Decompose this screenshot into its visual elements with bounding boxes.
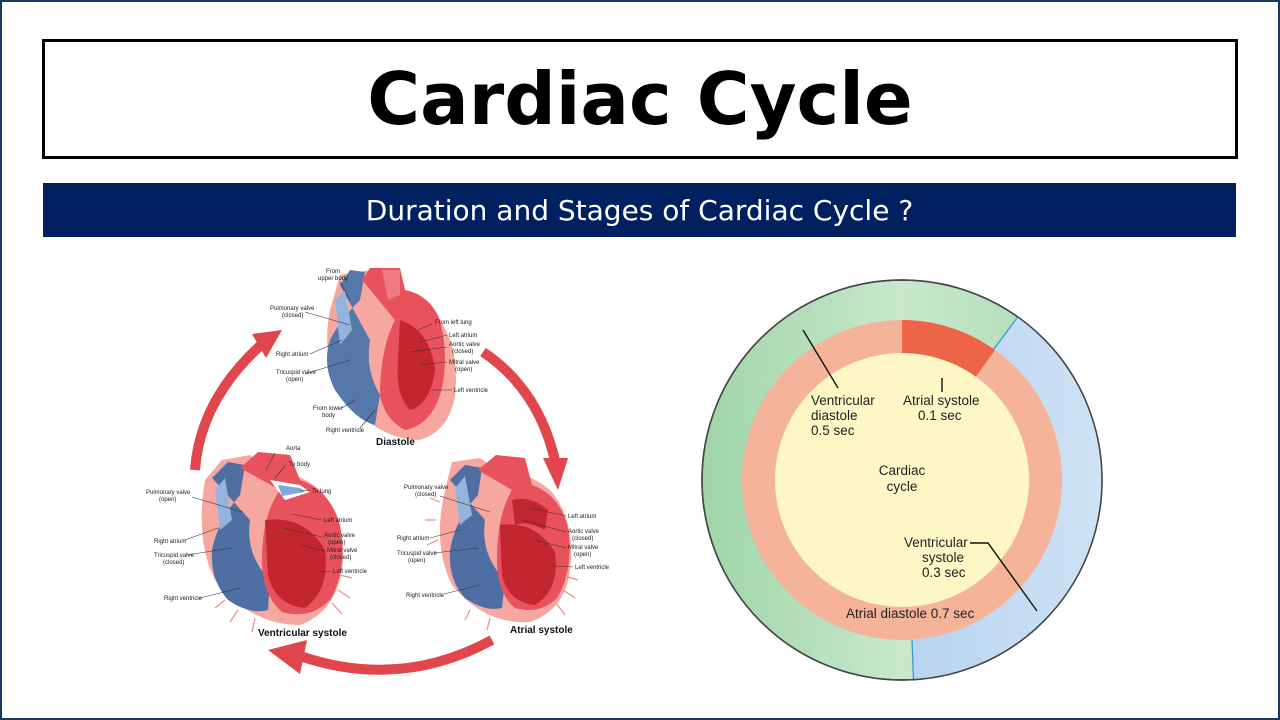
label-pulmonary-valve-1: Pulmonary valve: [270, 306, 315, 312]
label-mitral-valve-1: Mitral valve: [449, 360, 480, 366]
label-pulmonary-valve-1: Pulmonary valve: [146, 490, 191, 496]
label-ventricular-systole-2: systole: [922, 550, 964, 565]
label-right-ventricle: Right ventricle: [164, 596, 203, 602]
vsystole-label-lines: [184, 452, 332, 599]
label-mitral-valve-1: Mitral valve: [327, 548, 358, 554]
heart-ventricular-systole: [201, 452, 344, 625]
label-mitral-valve-1: Mitral valve: [568, 545, 599, 551]
label-atrial-systole-1: Atrial systole: [903, 393, 980, 408]
asystole-label-lines: [429, 495, 574, 595]
cycle-arrows: [190, 330, 568, 675]
arrowhead-left-up: [252, 330, 282, 358]
label-mitral-valve-2: (open): [574, 552, 591, 558]
label-left-atrium: Left atrium: [324, 518, 352, 524]
label-ventricular-diastole-3: 0.5 sec: [811, 423, 855, 438]
label-tricuspid-valve-2: (open): [408, 558, 425, 564]
label-atrial-diastole: Atrial diastole 0.7 sec: [846, 606, 975, 621]
diastole-labels: From upper body Pulmonary valve (closed)…: [270, 269, 489, 448]
label-from-upper-body-1: From: [326, 269, 340, 275]
label-mitral-valve-2: (closed): [330, 555, 351, 561]
label-left-atrium: Left atrium: [449, 333, 477, 339]
label-aortic-valve-2: (open): [328, 540, 345, 546]
label-aortic-valve-1: Aortic valve: [568, 529, 600, 535]
asystole-labels: Pulmonary valve (closed) Left atrium Rig…: [397, 485, 610, 636]
label-from-left-lung: From left lung: [435, 320, 472, 326]
label-right-ventricle: Right ventricle: [406, 593, 445, 599]
label-tricuspid-valve-1: Tricuspid valve: [397, 551, 437, 557]
label-aortic-valve-1: Aortic valve: [449, 342, 481, 348]
label-to-lung: To lung: [312, 489, 331, 495]
label-aorta: Aorta: [286, 446, 301, 452]
stage-label-diastole: Diastole: [376, 437, 415, 448]
label-right-atrium: Right atrium: [276, 352, 308, 358]
label-ventricular-systole-3: 0.3 sec: [922, 565, 966, 580]
label-left-ventricle: Left ventricle: [454, 388, 489, 394]
arrow-right-down: [480, 347, 561, 467]
label-to-body: To body: [289, 462, 310, 468]
label-right-atrium: Right atrium: [154, 539, 186, 545]
label-ventricular-diastole-2: diastole: [811, 408, 858, 423]
label-tricuspid-valve-2: (closed): [163, 560, 184, 566]
vsystole-labels: Aorta To body To lung Pulmonary valve (o…: [146, 446, 368, 639]
label-from-lower-body-2: body: [322, 413, 335, 419]
arrowhead-bottom-left: [268, 640, 307, 674]
center-circle: [775, 353, 1029, 607]
label-left-ventricle: Left ventricle: [575, 565, 610, 571]
label-cycle: cycle: [887, 479, 918, 494]
arrow-bottom-left: [298, 635, 495, 675]
label-pulmonary-valve-2: (closed): [282, 313, 303, 319]
arrowhead-right-down: [543, 458, 568, 490]
label-right-atrium: Right atrium: [397, 536, 429, 542]
label-tricuspid-valve-1: Tricuspid valve: [154, 553, 194, 559]
label-right-ventricle: Right ventricle: [326, 428, 365, 434]
stage-label-atrial-systole: Atrial systole: [510, 625, 573, 636]
cycle-diagram: [701, 279, 1103, 681]
subtitle-bar: Duration and Stages of Cardiac Cycle ?: [43, 183, 1236, 237]
label-aortic-valve-2: (closed): [572, 536, 593, 542]
title-box: Cardiac Cycle: [42, 39, 1238, 159]
label-mitral-valve-2: (open): [455, 367, 472, 373]
label-left-ventricle: Left ventricle: [333, 569, 368, 575]
arrow-left-up: [190, 340, 266, 471]
label-aortic-valve-1: Aortic valve: [324, 533, 356, 539]
label-left-atrium: Left atrium: [568, 514, 596, 520]
label-pulmonary-valve-1: Pulmonary valve: [404, 485, 449, 491]
label-pulmonary-valve-2: (closed): [415, 492, 436, 498]
label-from-lower-body-1: From lower: [313, 406, 343, 412]
label-tricuspid-valve-2: (open): [286, 377, 303, 383]
diastole-label-lines: [304, 281, 452, 429]
label-atrial-systole-2: 0.1 sec: [918, 408, 962, 423]
vsystole-rays: [214, 574, 353, 633]
stage-label-ventricular-systole: Ventricular systole: [258, 628, 347, 639]
slide-subtitle: Duration and Stages of Cardiac Cycle ?: [365, 193, 914, 227]
label-ventricular-diastole-1: Ventricular: [811, 393, 875, 408]
cycle-labels: Ventricular diastole 0.5 sec Atrial syst…: [811, 393, 980, 621]
asystole-rays: [425, 497, 579, 631]
label-cardiac: Cardiac: [879, 463, 926, 478]
slide-title: Cardiac Cycle: [367, 57, 913, 141]
label-pulmonary-valve-2: (open): [159, 497, 176, 503]
label-ventricular-systole-1: Ventricular: [904, 535, 968, 550]
heart-atrial-systole: [439, 455, 572, 623]
label-tricuspid-valve-1: Tricuspid valve: [276, 370, 316, 376]
label-from-upper-body-2: upper body: [318, 276, 348, 282]
label-aortic-valve-2: (closed): [452, 349, 473, 355]
heart-diastole: [326, 268, 456, 440]
